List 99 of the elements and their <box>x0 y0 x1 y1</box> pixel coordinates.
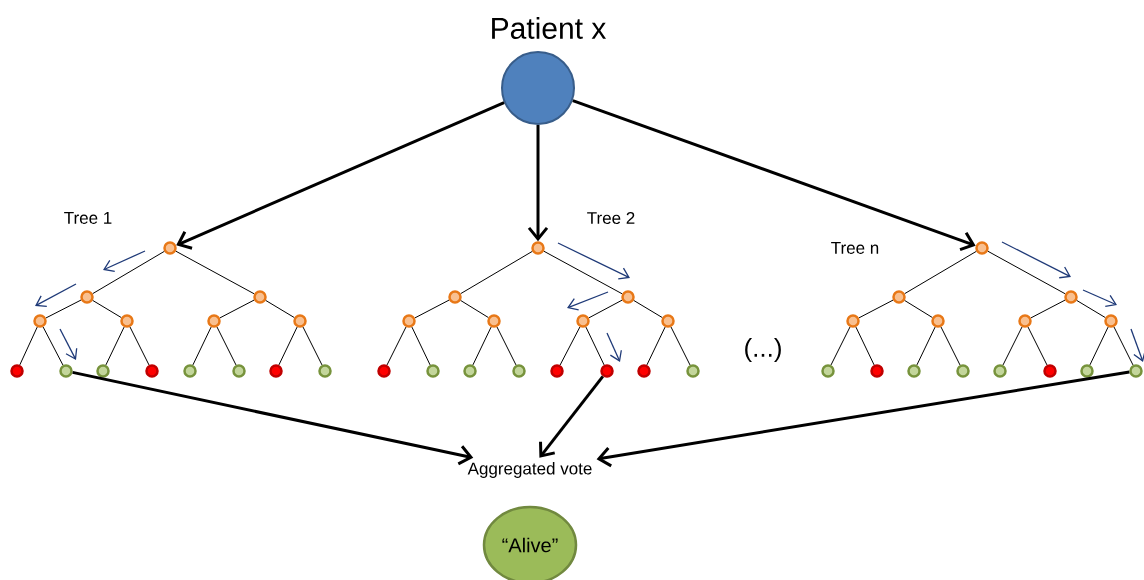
tree-node <box>163 241 177 255</box>
leaf-node <box>993 364 1007 378</box>
arrow <box>527 125 549 242</box>
leaf-node <box>956 364 970 378</box>
branch-line <box>496 326 517 366</box>
leaf-node <box>550 364 564 378</box>
leaf-node <box>232 364 246 378</box>
ellipsis-text: (...) <box>745 337 781 363</box>
tree-node <box>293 314 307 328</box>
branch-line <box>559 326 581 366</box>
arrow <box>72 370 474 466</box>
tree-node <box>80 290 94 304</box>
branch-line <box>219 299 255 319</box>
branch-line <box>414 299 450 319</box>
tree-node <box>892 290 906 304</box>
leaf-node <box>686 364 700 378</box>
tree-node <box>1018 314 1032 328</box>
branch-line <box>588 299 623 319</box>
leaf-node <box>463 364 477 378</box>
tree-node <box>661 314 675 328</box>
branch-line <box>216 326 237 366</box>
tree-node <box>207 314 221 328</box>
leaf-node <box>907 364 921 378</box>
tree-node <box>621 290 635 304</box>
leaf-node <box>145 364 159 378</box>
tree-node <box>448 290 462 304</box>
branch-line <box>1030 299 1066 319</box>
leaf-node <box>377 364 391 378</box>
branch-line <box>278 326 298 366</box>
branch-line <box>265 299 295 318</box>
arrow <box>539 375 605 458</box>
arrow <box>176 101 505 250</box>
tree-node <box>120 314 134 328</box>
branch-line <box>858 299 894 319</box>
branch-line <box>1002 326 1023 366</box>
branch-line <box>175 250 255 295</box>
branch-line <box>45 299 82 319</box>
branch-line <box>830 326 851 366</box>
branch-line <box>646 326 666 366</box>
leaf-node <box>600 364 614 378</box>
arrow <box>596 370 1130 468</box>
branch-line <box>670 326 691 366</box>
leaf-node <box>96 364 110 378</box>
branch-line <box>855 326 875 366</box>
branch-line <box>904 250 977 295</box>
leaf-node <box>1129 364 1143 378</box>
branch-line <box>42 326 64 366</box>
branch-line <box>411 326 431 366</box>
branch-line <box>940 326 961 366</box>
branch-line <box>987 250 1066 295</box>
leaf-node <box>10 364 24 378</box>
leaf-node <box>59 364 73 378</box>
branch-line <box>1089 326 1109 366</box>
leaf-node <box>318 364 332 378</box>
leaf-node <box>1043 364 1057 378</box>
branch-line <box>19 326 38 366</box>
tree-node <box>33 314 47 328</box>
branch-line <box>92 299 122 318</box>
leaf-node <box>637 364 651 378</box>
branch-line <box>585 326 605 366</box>
tree-label: Tree 2 <box>587 212 635 224</box>
tree-node <box>487 314 501 328</box>
branch-line <box>129 326 150 366</box>
branch-line <box>302 326 323 366</box>
leaf-node <box>1080 364 1094 378</box>
branch-line <box>633 299 663 318</box>
arrow <box>572 99 976 252</box>
tree-node <box>975 241 989 255</box>
branch-line <box>192 326 212 366</box>
branch-line <box>460 300 489 318</box>
tree-node <box>1064 290 1078 304</box>
tree-node <box>846 314 860 328</box>
tree-node <box>931 314 945 328</box>
branch-line <box>543 250 623 295</box>
branch-line <box>1113 326 1134 366</box>
leaf-node <box>870 364 884 378</box>
leaf-node <box>269 364 283 378</box>
leaf-node <box>512 364 526 378</box>
tree-node <box>253 290 267 304</box>
tree-node <box>1104 314 1118 328</box>
tree-node <box>576 314 590 328</box>
tree-node <box>531 241 545 255</box>
leaf-node <box>821 364 835 378</box>
branch-line <box>1027 326 1048 366</box>
tree-node <box>402 314 416 328</box>
tree-label: Tree 1 <box>64 212 112 224</box>
branch-line <box>460 250 533 295</box>
branch-line <box>105 326 125 366</box>
node-title: Patient x <box>492 17 606 39</box>
node-text: Aggregated vote <box>467 462 592 478</box>
leaf-node <box>183 364 197 378</box>
branch-line <box>904 300 933 318</box>
branch-line <box>916 326 936 366</box>
branch-line <box>472 326 492 366</box>
branch-line <box>1076 299 1106 318</box>
branch-line <box>92 250 165 295</box>
tree-label: Tree n <box>831 242 879 254</box>
branch-line <box>386 326 407 366</box>
leaf-node <box>426 364 440 378</box>
